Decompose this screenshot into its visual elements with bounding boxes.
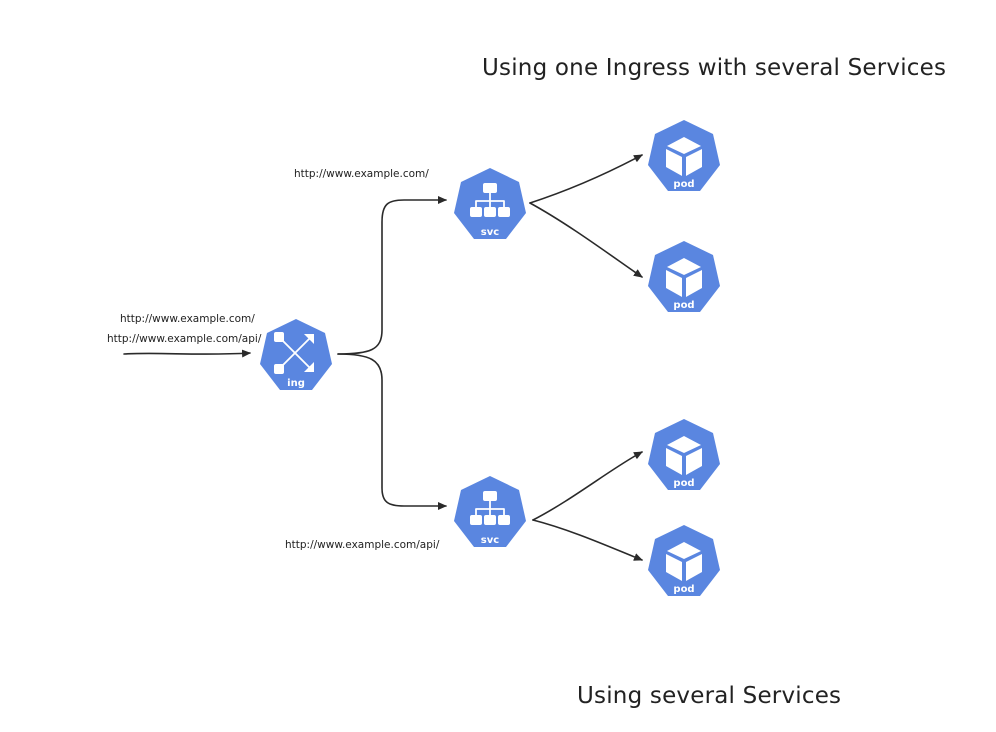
ingress-node: ing xyxy=(260,319,332,390)
edge-ingress-to-svc-bottom xyxy=(337,353,447,510)
edge-svc-top-to-pod-2 xyxy=(529,202,643,278)
service-bottom-label: svc xyxy=(481,535,499,546)
pod-cube-icon xyxy=(666,436,702,475)
service-icon xyxy=(470,491,510,525)
ingress-label: ing xyxy=(287,378,305,389)
pod-cube-icon xyxy=(666,542,702,581)
edge-svc-top-to-pod-1 xyxy=(529,154,643,204)
title-top: Using one Ingress with several Services xyxy=(482,55,946,81)
pod-4-label: pod xyxy=(673,584,694,595)
svc-top-route-url: http://www.example.com/ xyxy=(294,168,429,180)
title-bottom: Using several Services xyxy=(577,683,841,709)
pod-node-4: pod xyxy=(648,525,720,596)
pod-3-label: pod xyxy=(673,478,694,489)
edge-svc-bottom-to-pod-3 xyxy=(532,451,643,521)
pod-node-3: pod xyxy=(648,419,720,490)
pod-node-1: pod xyxy=(648,120,720,191)
service-icon xyxy=(470,183,510,217)
pod-cube-icon xyxy=(666,137,702,176)
ingress-url-line2: http://www.example.com/api/ xyxy=(107,333,262,345)
pod-node-2: pod xyxy=(648,241,720,312)
ingress-url-line1: http://www.example.com/ xyxy=(120,313,255,325)
service-node-bottom: svc xyxy=(454,476,526,547)
edge-client-to-ingress xyxy=(123,349,251,358)
pod-cube-icon xyxy=(666,258,702,297)
edge-svc-bottom-to-pod-4 xyxy=(532,519,643,561)
service-top-label: svc xyxy=(481,227,499,238)
ingress-icon xyxy=(274,332,314,374)
pod-2-label: pod xyxy=(673,300,694,311)
pod-1-label: pod xyxy=(673,179,694,190)
edges xyxy=(123,154,643,561)
svc-bottom-route-url: http://www.example.com/api/ xyxy=(285,539,440,551)
service-node-top: svc xyxy=(454,168,526,239)
edge-ingress-to-svc-top xyxy=(337,196,447,355)
